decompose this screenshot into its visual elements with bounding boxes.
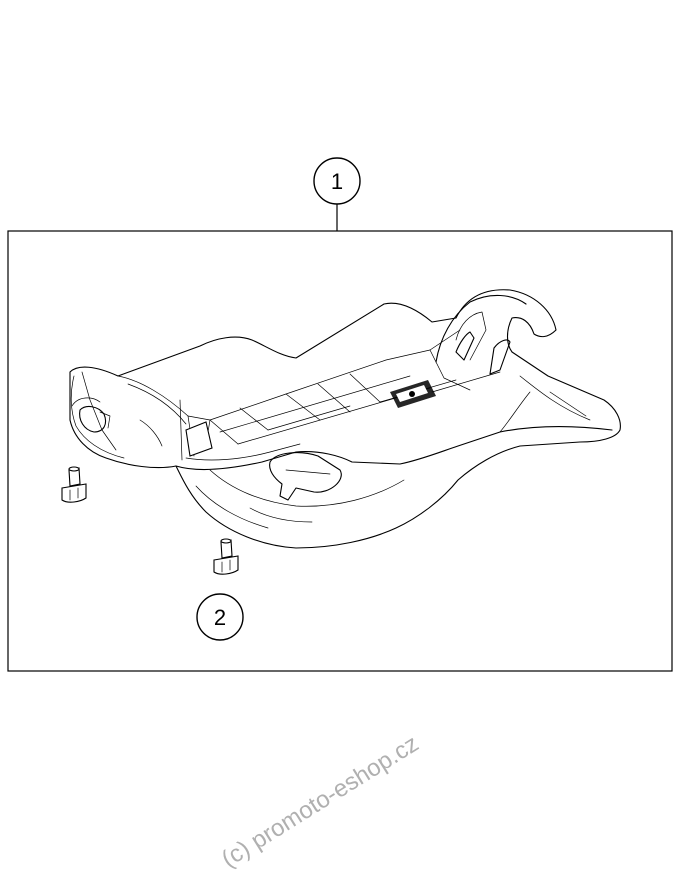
rear-wing xyxy=(519,375,591,421)
bolt-right[interactable] xyxy=(213,538,239,575)
callout-1[interactable]: 1 xyxy=(313,157,361,231)
assembly-frame xyxy=(7,230,673,672)
skid-plate-belly xyxy=(209,469,405,507)
left-bracket xyxy=(185,421,213,457)
left-mount-hole xyxy=(79,405,107,433)
callout-2[interactable]: 2 xyxy=(196,593,244,641)
bolt-right-head xyxy=(213,555,239,575)
callout-1-label: 1 xyxy=(331,169,343,194)
skid-plate-outline xyxy=(69,289,621,549)
skid-plate-rib xyxy=(209,419,239,445)
skid-plate[interactable] xyxy=(69,289,621,549)
callout-2-circle xyxy=(196,593,244,641)
skid-plate-front-lip xyxy=(175,425,613,471)
callout-2-label: 2 xyxy=(214,605,226,630)
bolt-left-head xyxy=(61,483,87,503)
front-slot xyxy=(269,452,342,501)
tower-slot-2 xyxy=(489,339,511,375)
skid-plate-left-wall xyxy=(70,375,125,459)
watermark-text: (c) promoto-eshop.cz xyxy=(217,730,424,873)
rear-tower xyxy=(435,294,527,363)
skid-plate-top-edge xyxy=(117,329,461,421)
bolt-left[interactable] xyxy=(61,466,87,503)
tower-slot-1 xyxy=(455,331,475,361)
